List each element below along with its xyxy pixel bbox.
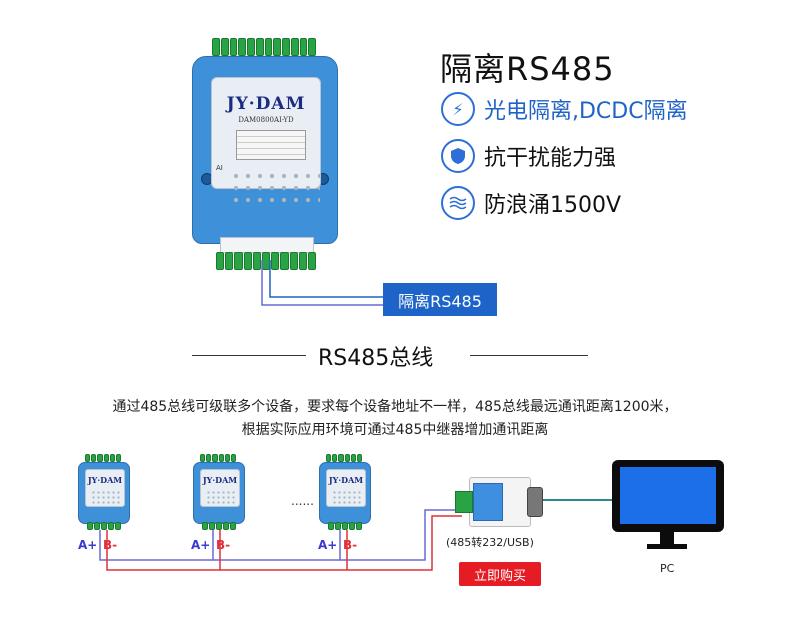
wave-icon <box>441 186 475 220</box>
converter-db9-port <box>527 487 543 517</box>
buy-now-button[interactable]: 立即购买 <box>459 562 541 586</box>
description-line-1: 通过485总线可级联多个设备，要求每个设备地址不一样，485总线最远通讯距离12… <box>112 399 678 415</box>
bus-wire-a-seg2 <box>212 530 340 561</box>
rs485-converter <box>455 477 543 527</box>
indicator-led-grid <box>91 490 121 504</box>
bus-wire-a-seg1 <box>99 530 213 561</box>
bottom-terminal-block <box>216 252 317 270</box>
pc-label: PC <box>660 562 675 575</box>
converter-label-panel <box>473 483 503 521</box>
bus-wire-b-seg3 <box>346 515 462 571</box>
module-housing: JY·DAM <box>319 462 371 524</box>
label-a-plus: A+ <box>78 538 98 552</box>
pc-monitor-base <box>647 544 687 549</box>
bus-wire-b-seg1 <box>106 530 220 571</box>
terminal-block <box>326 454 363 462</box>
pc-monitor-screen <box>620 467 716 524</box>
more-devices-ellipsis: ...... <box>291 494 314 508</box>
module-model: DAM0800AI-YD <box>238 116 294 124</box>
module-brand-logo: JY·DAM <box>202 475 238 485</box>
label-b-minus: B- <box>103 538 118 552</box>
lightning-icon: ⚡ <box>441 92 475 126</box>
page-title: 隔离RS485 <box>440 50 615 88</box>
description-line-2: 根据实际应用环境可通过485中继器增加通讯距离 <box>241 422 549 438</box>
indicator-led-grid <box>206 490 236 504</box>
indicator-led-grid <box>332 490 362 504</box>
module-brand-logo: JY·DAM <box>328 475 364 485</box>
dam-module-small-3: JY·DAM <box>318 454 372 532</box>
label-b-minus: B- <box>216 538 231 552</box>
feature-isolation: 光电隔离,DCDC隔离 <box>484 99 688 124</box>
module-face: JY·DAM <box>85 469 125 507</box>
feature-surge-protection: 防浪涌1500V <box>484 193 622 218</box>
top-terminal-block <box>212 38 316 56</box>
module-face: JY·DAM <box>326 469 366 507</box>
shield-icon <box>441 139 475 173</box>
label-a-plus: A+ <box>191 538 211 552</box>
section-divider-right <box>470 355 588 356</box>
module-brand-logo: JY·DAM <box>226 94 306 114</box>
module-housing: JY·DAM <box>78 462 130 524</box>
bus-wire-b-seg2 <box>219 530 347 571</box>
pc-monitor-neck <box>660 532 674 544</box>
module-brand-logo: JY·DAM <box>87 475 123 485</box>
module-face: JY·DAM <box>200 469 240 507</box>
label-a-plus: A+ <box>318 538 338 552</box>
terminal-block <box>85 454 122 462</box>
module-spec-label <box>236 130 306 160</box>
channel-prefix: AI <box>216 164 223 172</box>
dam-module-small-2: JY·DAM <box>192 454 246 532</box>
bus-wire-a-seg3 <box>339 509 462 561</box>
feature-anti-interference: 抗干扰能力强 <box>484 146 617 171</box>
terminal-block <box>87 522 121 530</box>
terminal-block <box>200 454 237 462</box>
callout-wire-a <box>261 260 383 306</box>
module-housing: JY·DAM DAM0800AI-YD AI <box>192 56 338 244</box>
dam-module-small-1: JY·DAM <box>77 454 131 532</box>
section-title: RS485总线 <box>318 346 434 371</box>
converter-label: (485转232/USB) <box>446 536 534 549</box>
module-housing: JY·DAM <box>193 462 245 524</box>
terminal-block <box>328 522 362 530</box>
dam-module-large: JY·DAM DAM0800AI-YD AI <box>190 30 340 270</box>
indicator-led-grid <box>230 170 320 206</box>
module-face: JY·DAM DAM0800AI-YD AI <box>211 77 321 206</box>
isolated-rs485-callout: 隔离RS485 <box>383 283 497 316</box>
converter-terminal <box>455 491 473 513</box>
section-divider-left <box>192 355 306 356</box>
terminal-block <box>202 522 236 530</box>
label-b-minus: B- <box>343 538 358 552</box>
callout-wire-b <box>269 260 383 298</box>
